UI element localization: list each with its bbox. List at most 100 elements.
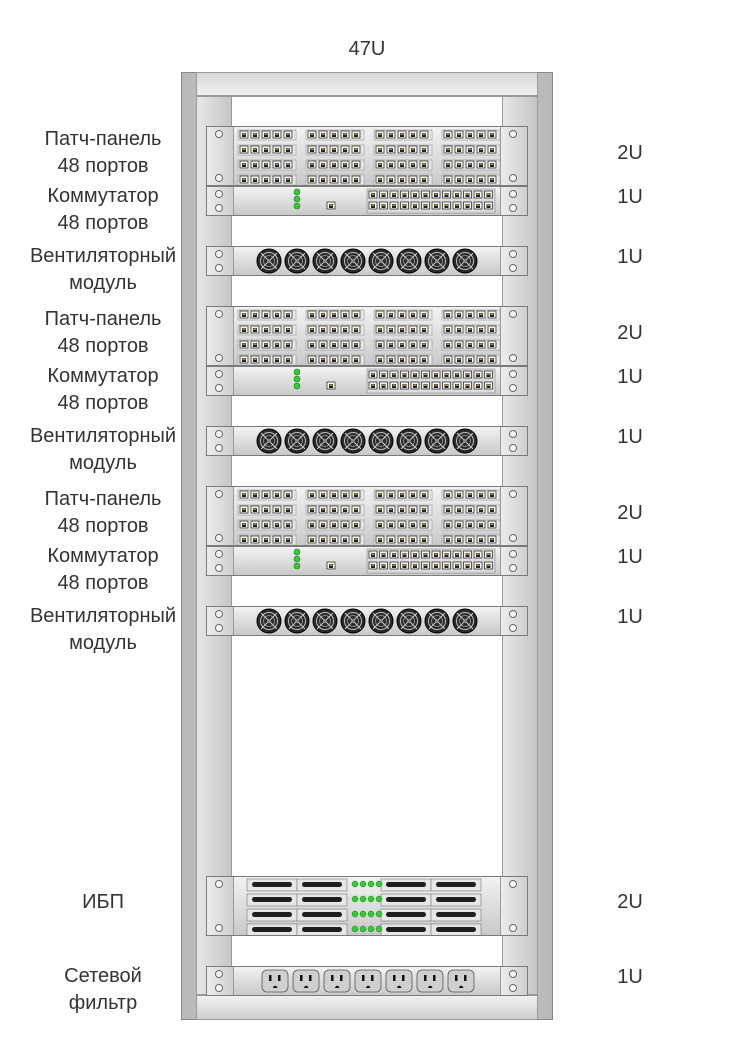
mounting-hole-icon [215, 174, 223, 182]
fan-module [206, 246, 528, 276]
ups-bay-icon [380, 893, 432, 907]
status-led-icon [293, 555, 301, 563]
rj45-port-icon [452, 561, 462, 570]
rj45-port-icon [465, 145, 475, 154]
rack-top-panel [196, 72, 538, 96]
rj45-port-icon [397, 490, 407, 499]
rj45-port-icon [307, 505, 317, 514]
rj45-port-icon [410, 381, 420, 390]
mounting-hole-icon [215, 354, 223, 362]
rj45-port-icon [400, 201, 409, 210]
rj45-port-icon [465, 340, 475, 349]
rj45-port-icon [375, 505, 385, 514]
rj45-port-icon [326, 381, 336, 390]
mounting-hole-icon [215, 880, 223, 888]
device-label: Вентиляторный модуль [29, 425, 177, 474]
ups-bay-icon [380, 878, 432, 892]
rj45-port-icon [239, 130, 249, 139]
rj45-port-icon [368, 381, 378, 390]
rj45-port-icon [454, 355, 464, 364]
rj45-port-icon [283, 505, 293, 514]
status-led-icon [293, 562, 301, 570]
rj45-port-icon [454, 325, 464, 334]
patch-panel-front [237, 309, 501, 365]
rj45-port-icon [431, 381, 441, 390]
rj45-port-icon [329, 175, 339, 184]
fan-module [206, 606, 528, 636]
rj45-port-icon [400, 550, 409, 559]
rj45-port-icon [239, 355, 249, 364]
mounting-ear [207, 127, 234, 185]
rj45-port-icon [465, 160, 475, 169]
rj45-port-icon [473, 190, 483, 199]
rj45-port-icon [368, 201, 378, 210]
rj45-port-icon [379, 370, 388, 379]
rj45-port-icon [400, 190, 409, 199]
rj45-port-icon [476, 310, 486, 319]
mounting-hole-icon [509, 550, 517, 558]
rj45-port-icon [375, 535, 385, 544]
rj45-port-icon [463, 190, 472, 199]
rj45-port-icon [250, 340, 260, 349]
ups-bay-icon [246, 878, 298, 892]
rj45-port-icon [442, 550, 451, 559]
rj45-port-icon [250, 520, 260, 529]
rj45-port-icon [239, 520, 249, 529]
fan-icon [284, 608, 310, 634]
ups-bay-icon [296, 878, 348, 892]
rj45-port-icon [329, 355, 339, 364]
rj45-port-icon [408, 505, 418, 514]
rj45-port-icon [375, 130, 385, 139]
rj45-port-icon [272, 505, 282, 514]
rj45-port-icon [431, 550, 441, 559]
rj45-port-icon [379, 561, 388, 570]
rj45-port-icon [340, 160, 350, 169]
rj45-port-icon [419, 505, 429, 514]
rj45-port-icon [307, 535, 317, 544]
rj45-port-icon [272, 310, 282, 319]
rj45-port-icon [375, 490, 385, 499]
rj45-port-icon [261, 490, 271, 499]
rj45-port-icon [375, 160, 385, 169]
network-switch [206, 186, 528, 216]
mounting-hole-icon [215, 384, 223, 392]
rj45-port-icon [261, 145, 271, 154]
rj45-port-icon [487, 325, 497, 334]
ups-led-icon [351, 910, 359, 918]
rj45-port-icon [408, 325, 418, 334]
rj45-port-icon [250, 130, 260, 139]
rj45-port-icon [487, 490, 497, 499]
rj45-port-icon [250, 355, 260, 364]
rj45-port-icon [283, 145, 293, 154]
patch-panel [206, 126, 528, 186]
rj45-port-icon [476, 160, 486, 169]
mounting-ear [500, 307, 527, 365]
rj45-port-icon [476, 175, 486, 184]
fan-icon [396, 248, 422, 274]
ups-bay-icon [296, 923, 348, 935]
ups-bay-icon [296, 908, 348, 922]
rj45-port-icon [400, 370, 409, 379]
rj45-port-icon [318, 535, 328, 544]
rj45-port-icon [463, 370, 472, 379]
fan-icon [396, 608, 422, 634]
rj45-port-icon [443, 310, 453, 319]
fan-icon [284, 428, 310, 454]
fan-icon [256, 608, 282, 634]
rj45-port-icon [329, 490, 339, 499]
network-switch [206, 366, 528, 396]
rj45-port-icon [272, 535, 282, 544]
rj45-port-icon [443, 160, 453, 169]
rj45-port-icon [397, 340, 407, 349]
ups-bay-icon [430, 878, 482, 892]
patch-panel [206, 486, 528, 546]
rj45-port-icon [307, 490, 317, 499]
rj45-port-icon [442, 190, 451, 199]
rj45-port-icon [250, 310, 260, 319]
rj45-port-icon [443, 145, 453, 154]
fan-icon [452, 608, 478, 634]
status-led-icon [293, 382, 301, 390]
rj45-port-icon [487, 130, 497, 139]
mounting-hole-icon [509, 880, 517, 888]
rj45-port-icon [463, 201, 472, 210]
